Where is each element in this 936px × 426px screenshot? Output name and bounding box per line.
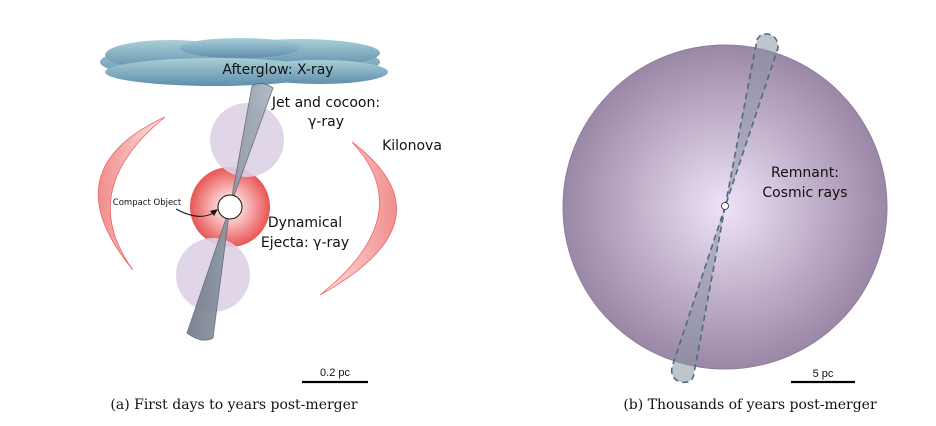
ejecta-label-line1: Dynamical [268, 215, 342, 231]
panel-b: Remnant: Cosmic rays 5 pc (b) Thousands … [562, 33, 888, 413]
arrow-head-icon [210, 209, 218, 216]
scale-bar-label-b: 5 pc [813, 368, 834, 380]
afterglow-cloud [100, 38, 388, 86]
remnant-label-line1: Remnant: [771, 165, 839, 181]
remnant-label-line2: Cosmic rays [762, 185, 847, 201]
kilonova-label: Kilonova [382, 138, 442, 154]
afterglow-label: Afterglow: X-ray [222, 62, 333, 78]
jet-label-line1: Jet and cocoon: [271, 95, 380, 111]
kilonova-left [97, 116, 166, 271]
jet-label-line2: γ-ray [308, 114, 344, 130]
scale-bar-label-a: 0.2 pc [320, 367, 350, 379]
caption-a: (a) First days to years post-merger [110, 397, 358, 413]
compact-object-b [721, 202, 729, 210]
jet-b [670, 33, 779, 384]
compact-object [217, 194, 243, 220]
compact-object-label: Compact Object [113, 198, 182, 208]
kilonova-right [319, 141, 397, 296]
jet [186, 83, 274, 341]
panel-a: Afterglow: X-ray Jet and cocoon: γ-ray K… [97, 38, 442, 413]
caption-b: (b) Thousands of years post-merger [623, 397, 877, 413]
ejecta-label-line2: Ejecta: γ-ray [261, 235, 349, 251]
